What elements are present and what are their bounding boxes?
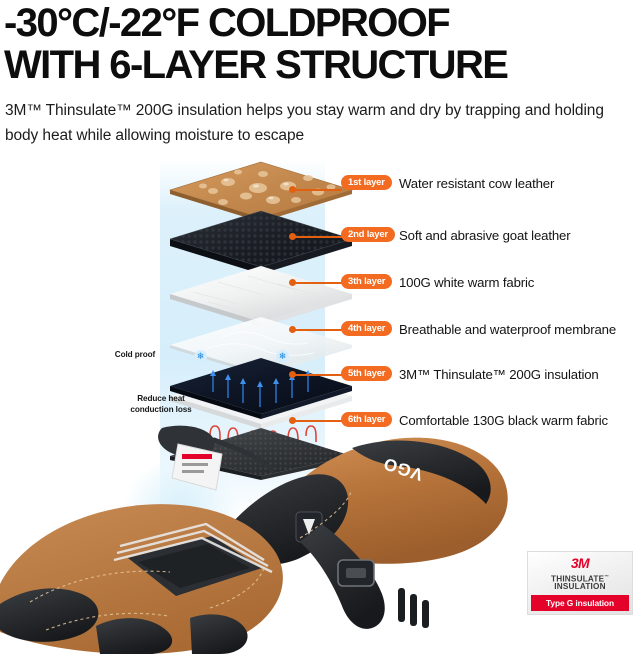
- badge-layer-4: 4th layer: [341, 321, 393, 336]
- connector-dot-2: [289, 233, 296, 240]
- snowflake-icon-left: ❄: [194, 350, 207, 363]
- connector-line-3: [294, 282, 342, 284]
- headline-line-2: WITH 6-LAYER STRUCTURE: [4, 43, 509, 87]
- layer-3-slab-white-fabric: [168, 264, 354, 356]
- headline-line-1: -30°C/-22°F COLDPROOF: [4, 1, 451, 45]
- label-layer-2: Soft and abrasive goat leather: [399, 228, 571, 243]
- glove-product-photo: VGO: [0, 418, 540, 654]
- connector-dot-5: [289, 371, 296, 378]
- annotation-reduce-heat-line1: Reduce heat: [137, 394, 185, 403]
- glove-knuckle-diamond: [113, 522, 273, 596]
- label-layer-1: Water resistant cow leather: [399, 176, 555, 191]
- badge-layer-6: 6th layer: [341, 412, 393, 427]
- badge-layer-1: 1st layer: [341, 175, 392, 190]
- page-title: -30°C/-22°F COLDPROOF WITH 6-LAYER STRUC…: [4, 2, 636, 86]
- annotation-cold-proof: Cold proof: [114, 350, 156, 359]
- connector-dot-4: [289, 326, 296, 333]
- thinsulate-name-text: THINSULATE: [551, 574, 605, 584]
- thinsulate-tm: ™: [604, 574, 609, 579]
- connector-dot-3: [289, 279, 296, 286]
- connector-line-1: [294, 189, 342, 191]
- connector-line-4: [294, 329, 342, 331]
- glove-v-logo: [303, 519, 315, 535]
- label-layer-3: 100G white warm fabric: [399, 275, 535, 290]
- layer-2-slab-goat-leather: [168, 209, 354, 301]
- connector-dot-6: [289, 417, 296, 424]
- label-layer-6: Comfortable 130G black warm fabric: [399, 413, 608, 428]
- badge-layer-3: 3th layer: [341, 274, 393, 289]
- annotation-reduce-heat-line2: conduction loss: [130, 405, 192, 414]
- badge-layer-2: 2nd layer: [341, 227, 395, 242]
- connector-line-2: [294, 236, 342, 238]
- label-layer-4: Breathable and waterproof membrane: [399, 322, 617, 337]
- glove-hang-tag: [171, 443, 223, 491]
- connector-line-5: [294, 374, 342, 376]
- badge-layer-5: 5th layer: [341, 366, 393, 381]
- thinsulate-badge: 3M THINSULATE™ INSULATION Type G insulat…: [527, 551, 633, 615]
- snowflake-icon-right: ❄: [276, 350, 289, 363]
- layer-5-slab-thinsulate: [168, 356, 354, 448]
- connector-dot-1: [289, 186, 296, 193]
- thinsulate-type-bar: Type G insulation: [531, 595, 629, 611]
- connector-line-6: [294, 420, 342, 422]
- thinsulate-name: THINSULATE™: [528, 572, 632, 585]
- label-layer-5: 3M™ Thinsulate™ 200G insulation: [399, 367, 599, 382]
- page-subtitle: 3M™ Thinsulate™ 200G insulation helps yo…: [5, 102, 604, 144]
- thinsulate-3m-logo: 3M: [570, 555, 590, 571]
- thinsulate-word-insulation: INSULATION: [554, 582, 606, 591]
